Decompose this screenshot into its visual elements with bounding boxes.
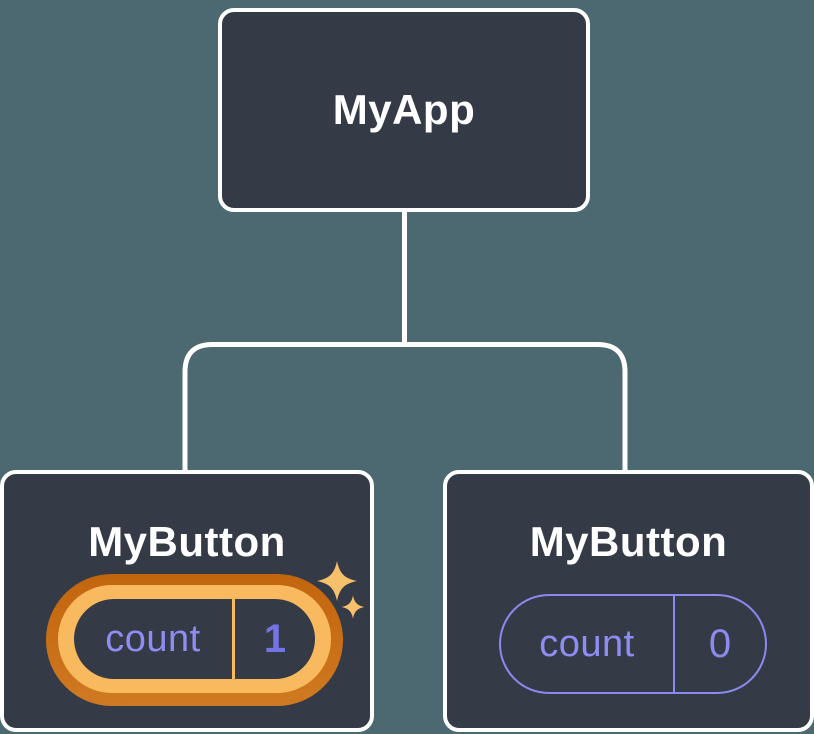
connector-branch: [182, 342, 628, 474]
state-pill-highlighted: count 1: [74, 599, 315, 679]
root-node-label: MyApp: [332, 86, 476, 133]
state-value: 0: [673, 596, 765, 692]
child-node-label: MyButton: [88, 518, 286, 565]
child-node-label: MyButton: [529, 518, 728, 565]
sparkle-icon-small: [341, 595, 365, 619]
state-key: count: [105, 617, 201, 660]
sparkle-icon-large: [317, 561, 357, 601]
state-value: 1: [232, 599, 315, 679]
state-key: count: [539, 622, 635, 665]
state-pill-highlight-ring-inner: count 1: [58, 585, 331, 693]
state-pill-highlight-ring: count 1: [46, 574, 343, 706]
state-pill-normal: count 0: [499, 594, 767, 694]
child-node-mybutton-left: MyButton count 1: [0, 470, 374, 732]
child-node-mybutton-right: MyButton count 0: [443, 470, 814, 732]
root-node-myapp: MyApp: [218, 8, 590, 212]
